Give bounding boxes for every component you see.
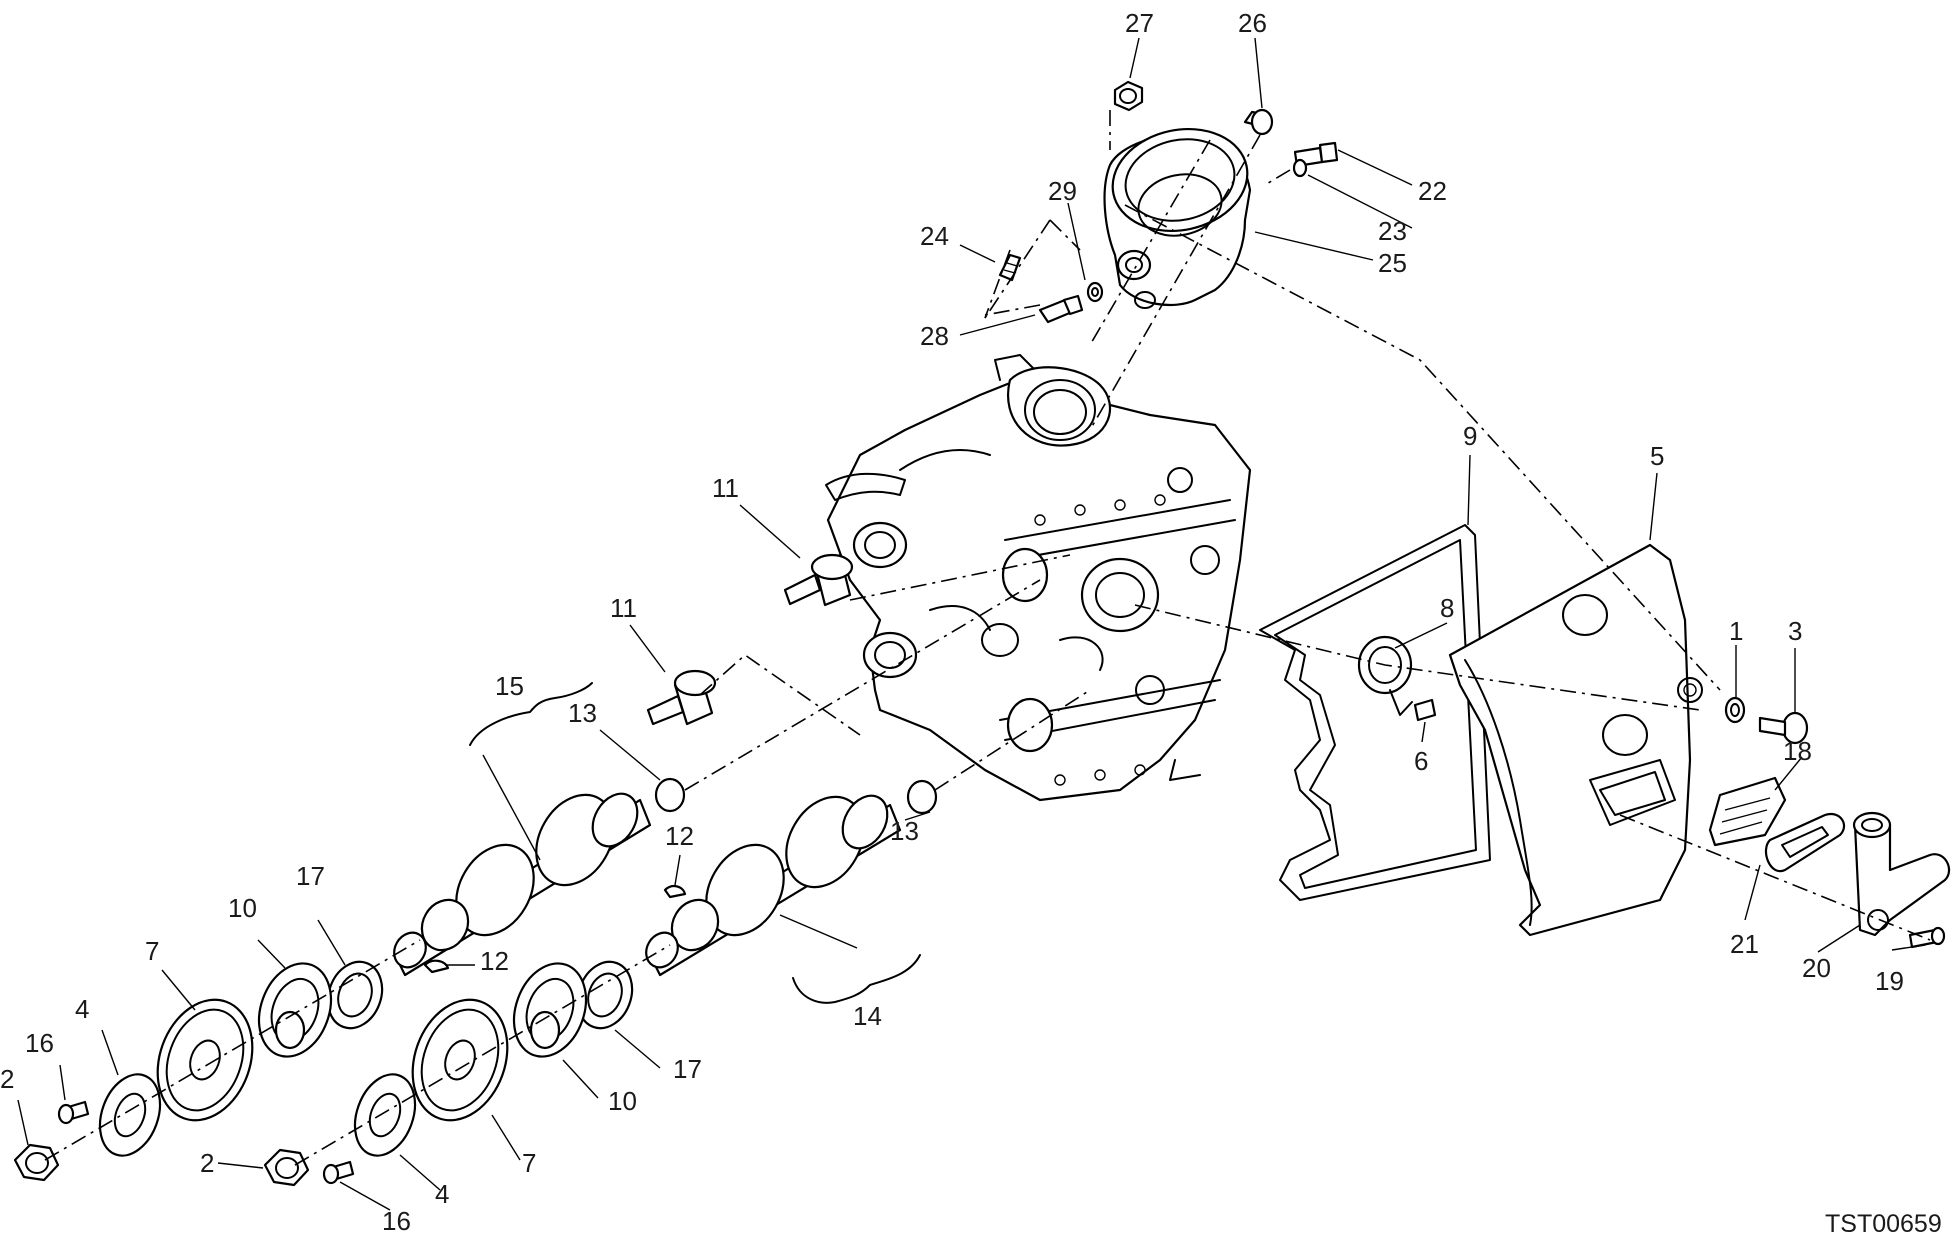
callout-7: 7 (145, 936, 159, 966)
callout-labels: 27 26 22 29 23 24 25 28 9 5 11 8 11 1 3 … (0, 8, 1904, 1236)
o-ring (1086, 281, 1104, 303)
callout-10: 10 (228, 893, 257, 923)
flange-bolt-right (322, 1160, 355, 1185)
camshaft-lower (645, 794, 902, 977)
callout-16: 16 (25, 1028, 54, 1058)
callout-15: 15 (495, 671, 524, 701)
callout-28: 28 (920, 321, 949, 351)
oil-seal-left (326, 960, 384, 1030)
breather-elbow (1852, 811, 1951, 937)
stud (998, 253, 1022, 282)
callout-25: 25 (1378, 248, 1407, 278)
callout-5: 5 (1650, 441, 1664, 471)
vacuum-fitting (1038, 294, 1084, 324)
cam-key-upper (663, 884, 687, 899)
callout-26: 26 (1238, 8, 1267, 38)
cam-plug-lower (906, 779, 938, 815)
callout-9: 9 (1463, 421, 1477, 451)
callout-19: 19 (1875, 966, 1904, 996)
callout-27: 27 (1125, 8, 1154, 38)
callout-12: 12 (480, 946, 509, 976)
bearing-left (257, 962, 333, 1058)
valve-cover (1448, 543, 1703, 937)
intake-fitting (1292, 141, 1339, 178)
flange-left (98, 1073, 162, 1157)
callout-14: 14 (853, 1001, 882, 1031)
callout-17: 17 (673, 1054, 702, 1084)
assembly-center-lines (44, 110, 1931, 1166)
callout-29: 29 (1048, 176, 1077, 206)
breather-bolt (1908, 926, 1946, 949)
pulley-nut-left (13, 1143, 60, 1182)
seal-ring (1357, 635, 1413, 716)
breather-gasket (1764, 812, 1846, 873)
intake-manifold (1103, 127, 1252, 309)
callout-18: 18 (1783, 736, 1812, 766)
stud-upper (783, 553, 854, 607)
callout-13: 13 (568, 698, 597, 728)
manifold-nut (1113, 80, 1144, 112)
leader-lines (17, 37, 1926, 1211)
flange-right (353, 1073, 417, 1157)
callout-2: 2 (0, 1064, 14, 1094)
callout-6: 6 (1414, 746, 1428, 776)
cam-key-lower (423, 959, 450, 974)
callout-21: 21 (1730, 929, 1759, 959)
callout-16: 16 (382, 1206, 411, 1236)
oil-seal-right (576, 960, 634, 1030)
cover-bolt (1758, 711, 1809, 745)
callout-4: 4 (75, 994, 89, 1024)
pulley-nut-right (263, 1148, 310, 1187)
bracket-14 (792, 954, 921, 1004)
drawing-reference-code: TST00659 (1825, 1210, 1942, 1238)
callout-10: 10 (608, 1086, 637, 1116)
callout-4: 4 (435, 1179, 449, 1209)
breather-filter (1708, 776, 1787, 847)
callout-22: 22 (1418, 176, 1447, 206)
cam-plug-upper (654, 777, 686, 813)
callout-2: 2 (200, 1148, 214, 1178)
flange-bolt-left (57, 1100, 90, 1125)
bracket-15 (469, 682, 593, 746)
timing-pulley-left (156, 998, 254, 1122)
manifold-screw (1243, 108, 1274, 136)
washer (1724, 696, 1746, 724)
stud-lower (646, 669, 717, 726)
timing-pulley-right (411, 998, 509, 1122)
callout-12: 12 (665, 821, 694, 851)
cylinder-head (825, 354, 1252, 802)
callout-3: 3 (1788, 616, 1802, 646)
callout-20: 20 (1802, 953, 1831, 983)
callout-17: 17 (296, 861, 325, 891)
callout-23: 23 (1378, 216, 1407, 246)
bearing-right (512, 962, 588, 1058)
callout-1: 1 (1729, 616, 1743, 646)
callout-7: 7 (522, 1148, 536, 1178)
callout-8: 8 (1440, 593, 1454, 623)
callout-11: 11 (610, 593, 637, 623)
dowel (1413, 698, 1437, 722)
callout-13: 13 (890, 816, 919, 846)
callout-24: 24 (920, 221, 949, 251)
callout-11: 11 (712, 473, 739, 503)
valve-cover-gasket (1259, 524, 1491, 901)
camshaft-upper (393, 792, 652, 977)
